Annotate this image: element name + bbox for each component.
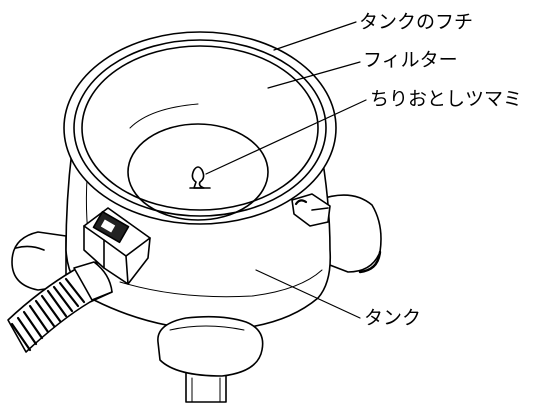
caster-bottom [185,371,227,403]
filter-shading [129,103,199,129]
power-switch-box [83,207,151,285]
tank-rim-inner [73,39,327,217]
dust-knob [189,166,211,189]
leader-line-dust-knob [205,99,367,175]
label-tank-rim: タンクのフチ [359,11,474,33]
tank-rim-outer [63,31,337,225]
label-dust-knob: ちりおとしツマミ [370,88,523,110]
caster-right [317,194,382,274]
filter-bottom [127,123,269,221]
caster-left [11,231,67,291]
label-tank: タンク [364,307,422,329]
label-filter: フィルター [363,49,458,71]
leader-line-tank-rim [273,21,357,51]
tank-body-rib [119,269,323,298]
latch-right [291,193,331,227]
leader-line-filter [267,61,361,89]
leader-line-tank [255,269,361,319]
filter-bowl [81,45,319,211]
caster-front [157,315,264,377]
hose [7,261,113,353]
